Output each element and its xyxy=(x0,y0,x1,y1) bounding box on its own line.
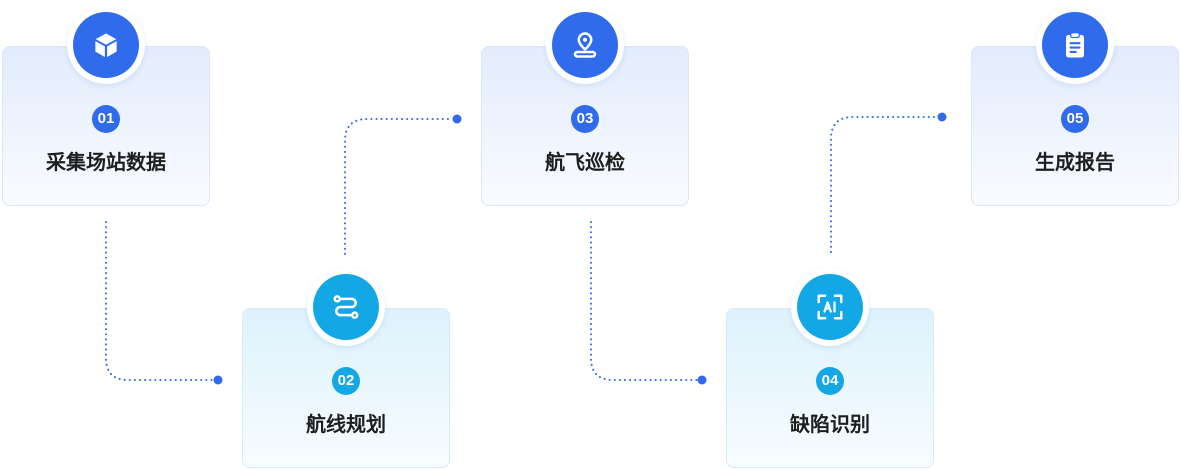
step-number-badge: 01 xyxy=(92,105,120,133)
step-card-generate-report: 05 生成报告 xyxy=(971,6,1179,206)
step-label: 缺陷识别 xyxy=(790,414,870,436)
step-label: 生成报告 xyxy=(1035,152,1115,174)
step-label: 航飞巡检 xyxy=(545,152,625,174)
ai-scan-icon xyxy=(797,274,863,340)
connector-dot-05 xyxy=(937,112,947,122)
cube-icon xyxy=(73,12,139,78)
connector-02-to-03 xyxy=(344,118,453,255)
step-label: 采集场站数据 xyxy=(46,152,166,174)
step-card-flight-inspection: 03 航飞巡检 xyxy=(481,6,689,206)
step-number-badge: 02 xyxy=(332,367,360,395)
connector-01-to-02 xyxy=(105,221,214,381)
connector-04-to-05 xyxy=(830,116,938,253)
step-number-badge: 04 xyxy=(816,367,844,395)
connector-dot-02 xyxy=(213,375,223,385)
step-icon-ring xyxy=(791,268,869,346)
step-label: 航线规划 xyxy=(306,414,386,436)
route-icon xyxy=(313,274,379,340)
step-icon-ring xyxy=(1036,6,1114,84)
connector-03-to-04 xyxy=(590,221,698,381)
step-card-defect-recognition: 04 缺陷识别 xyxy=(726,268,934,468)
clipboard-report-icon xyxy=(1042,12,1108,78)
step-icon-ring xyxy=(307,268,385,346)
step-number-badge: 03 xyxy=(571,105,599,133)
connector-dot-03 xyxy=(452,114,462,124)
location-pin-icon xyxy=(552,12,618,78)
step-card-route-planning: 02 航线规划 xyxy=(242,268,450,468)
step-icon-ring xyxy=(67,6,145,84)
step-number-badge: 05 xyxy=(1061,105,1089,133)
step-card-collect-data: 01 采集场站数据 xyxy=(2,6,210,206)
step-icon-ring xyxy=(546,6,624,84)
connector-dot-04 xyxy=(697,375,707,385)
